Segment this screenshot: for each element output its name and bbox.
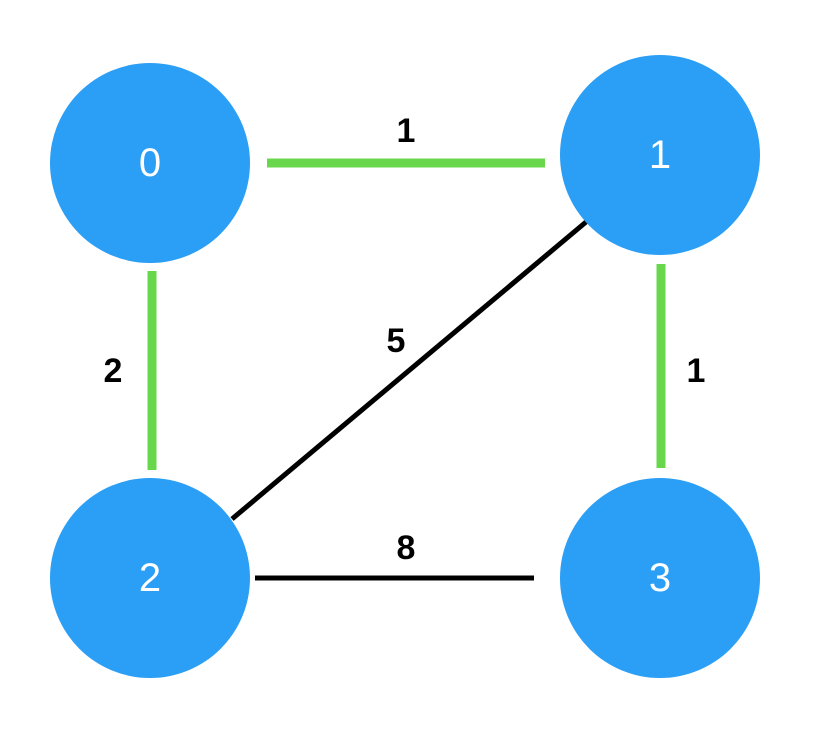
node-circle-0[interactable] bbox=[50, 63, 250, 263]
edge-weight-label-0-1: 1 bbox=[397, 112, 416, 150]
graph-node-2[interactable]: 2 bbox=[50, 478, 250, 678]
node-label-0: 0 bbox=[139, 141, 161, 185]
edge-weight-label-1-2: 5 bbox=[387, 322, 406, 360]
node-circle-1[interactable] bbox=[560, 55, 760, 255]
graph-node-3[interactable]: 3 bbox=[560, 478, 760, 678]
edge-weight-label-0-2: 2 bbox=[104, 352, 123, 390]
edge-labels-layer: 1 2 1 5 8 bbox=[104, 112, 706, 567]
edge-weight-label-2-3: 8 bbox=[397, 529, 416, 567]
node-circle-2[interactable] bbox=[50, 478, 250, 678]
node-circle-3[interactable] bbox=[560, 478, 760, 678]
node-label-2: 2 bbox=[139, 556, 161, 600]
edge-weight-label-1-3: 1 bbox=[687, 352, 706, 390]
graph-node-1[interactable]: 1 bbox=[560, 55, 760, 255]
nodes-layer: 0 1 2 3 bbox=[50, 55, 760, 678]
graph-node-0[interactable]: 0 bbox=[50, 63, 250, 263]
graph-edge-1-2[interactable] bbox=[230, 220, 588, 521]
node-label-1: 1 bbox=[649, 133, 671, 177]
node-label-3: 3 bbox=[649, 556, 671, 600]
edges-layer bbox=[147, 158, 666, 581]
